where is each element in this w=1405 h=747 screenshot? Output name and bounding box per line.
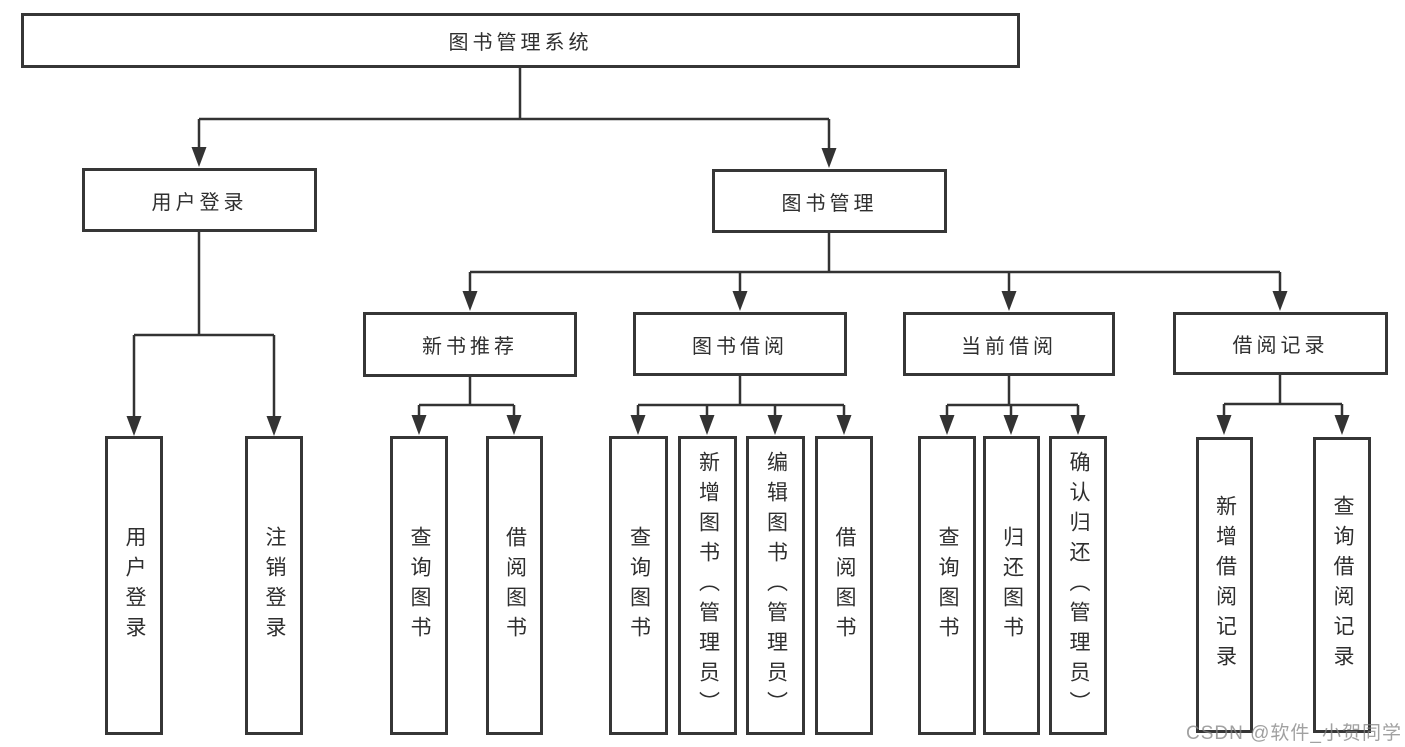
csdn-watermark: CSDN @软件_小贺同学 [1186, 723, 1402, 744]
node-book-borrowing: 图书借阅 [633, 312, 847, 376]
leaf-user-login: 用户登录 [105, 436, 163, 735]
leaf-confirm-return-admin: 确认归还（管理员） [1049, 436, 1107, 735]
leaf-query-books-borrowing: 查询图书 [609, 436, 668, 735]
node-borrowing-records: 借阅记录 [1173, 312, 1388, 375]
node-user-login: 用户登录 [82, 168, 317, 232]
leaf-edit-books-admin: 编辑图书（管理员） [746, 436, 805, 735]
leaf-add-books-admin: 新增图书（管理员） [678, 436, 737, 735]
leaf-borrow-books-recommend: 借阅图书 [486, 436, 543, 735]
leaf-logout: 注销登录 [245, 436, 303, 735]
leaf-query-books-recommend: 查询图书 [390, 436, 448, 735]
leaf-query-borrow-record: 查询借阅记录 [1313, 437, 1371, 733]
node-root: 图书管理系统 [21, 13, 1020, 68]
node-book-management: 图书管理 [712, 169, 947, 233]
leaf-add-borrow-record: 新增借阅记录 [1196, 437, 1253, 733]
leaf-return-books: 归还图书 [983, 436, 1040, 735]
leaf-borrow-books-borrowing: 借阅图书 [815, 436, 873, 735]
node-new-book-recommend: 新书推荐 [363, 312, 577, 377]
node-current-borrowing: 当前借阅 [903, 312, 1115, 376]
leaf-query-books-current: 查询图书 [918, 436, 976, 735]
